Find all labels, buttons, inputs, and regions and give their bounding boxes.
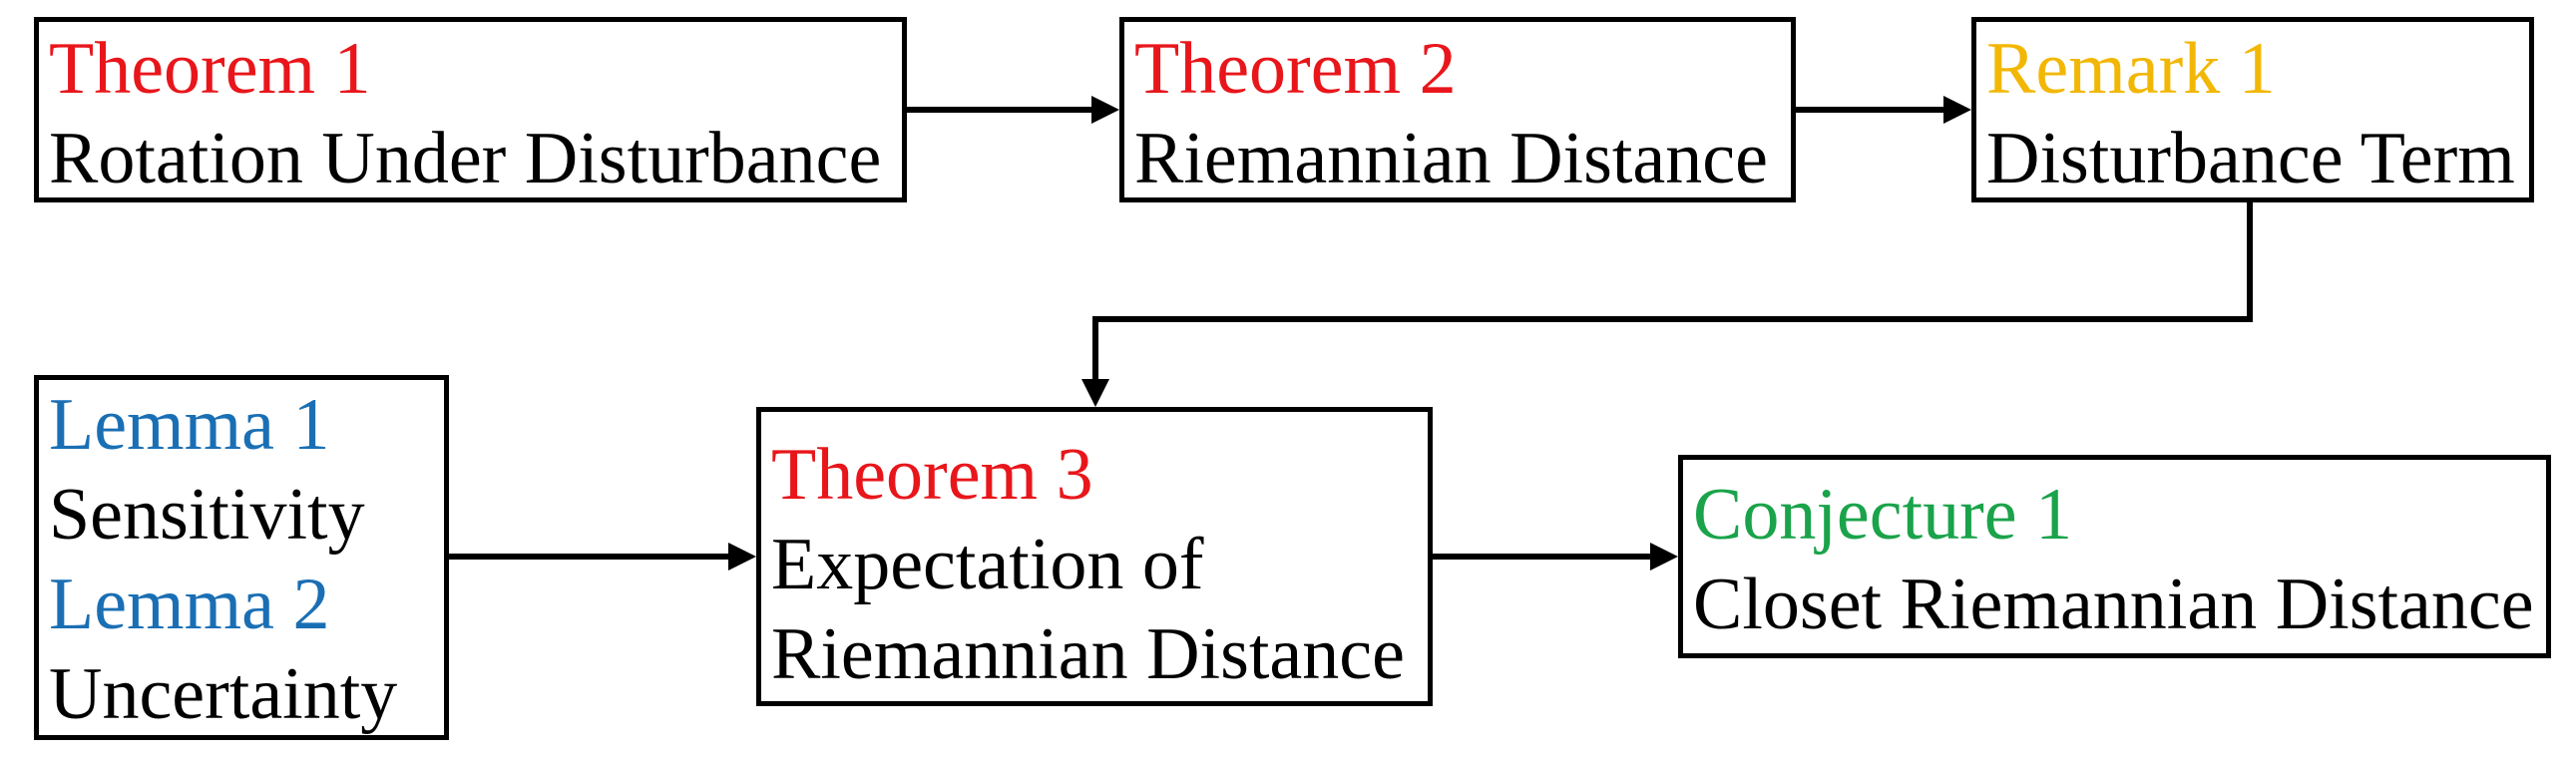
- node-theorem-1: Theorem 1 Rotation Under Disturbance: [34, 17, 907, 202]
- arrowhead-remark1: [1943, 96, 1971, 124]
- arrowhead-conjecture1: [1650, 543, 1678, 571]
- arrowhead-theorem2: [1091, 96, 1119, 124]
- lemma-1-title: Sensitivity: [49, 474, 365, 556]
- remark-1-label: Remark 1: [1986, 28, 2276, 110]
- conjecture-1-label: Conjecture 1: [1693, 474, 2073, 556]
- theorem-2-title: Riemannian Distance: [1134, 118, 1768, 199]
- arrowhead-theorem3-left: [728, 543, 756, 571]
- arrowhead-theorem3-top: [1081, 379, 1109, 407]
- theorem-3-title-line2: Riemannian Distance: [771, 613, 1405, 695]
- theorem-3-label: Theorem 3: [771, 434, 1093, 516]
- theorem-1-label: Theorem 1: [49, 28, 371, 110]
- lemma-2-title: Uncertainty: [49, 653, 398, 735]
- node-conjecture-1: Conjecture 1 Closet Riemannian Distance: [1678, 455, 2551, 658]
- lemma-2-label: Lemma 2: [49, 564, 330, 645]
- node-theorem-2: Theorem 2 Riemannian Distance: [1119, 17, 1796, 202]
- conjecture-1-title: Closet Riemannian Distance: [1693, 564, 2534, 645]
- lemma-1-label: Lemma 1: [49, 384, 330, 466]
- theorem-3-title-line1: Expectation of: [771, 524, 1204, 605]
- theorem-2-label: Theorem 2: [1134, 28, 1457, 110]
- remark-1-title: Disturbance Term: [1986, 118, 2515, 199]
- node-theorem-3: Theorem 3 Expectation of Riemannian Dist…: [756, 407, 1433, 706]
- edge-remark1-theorem3: [1092, 202, 2253, 379]
- node-remark-1: Remark 1 Disturbance Term: [1971, 17, 2534, 202]
- node-lemmas: Lemma 1 Sensitivity Lemma 2 Uncertainty: [34, 375, 449, 740]
- theorem-1-title: Rotation Under Disturbance: [49, 118, 882, 199]
